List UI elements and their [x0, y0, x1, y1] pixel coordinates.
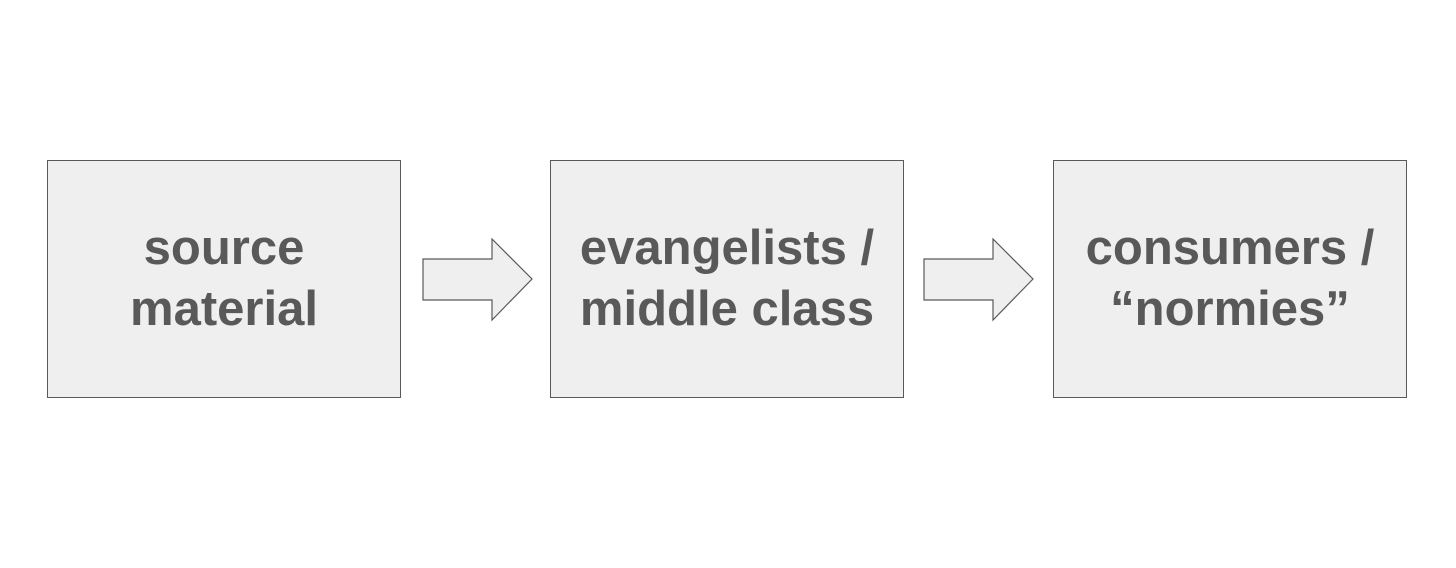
node-consumers-normies: consumers / “normies”: [1053, 160, 1407, 398]
node-label: source material: [130, 221, 318, 336]
node-label: evangelists / middle class: [579, 221, 875, 336]
arrow-right-icon: [422, 238, 533, 322]
node-source-material: source material: [47, 160, 401, 398]
arrow-right-icon: [923, 238, 1034, 322]
node-evangelists-middle-class: evangelists / middle class: [550, 160, 904, 398]
node-label: consumers / “normies”: [1085, 221, 1375, 336]
